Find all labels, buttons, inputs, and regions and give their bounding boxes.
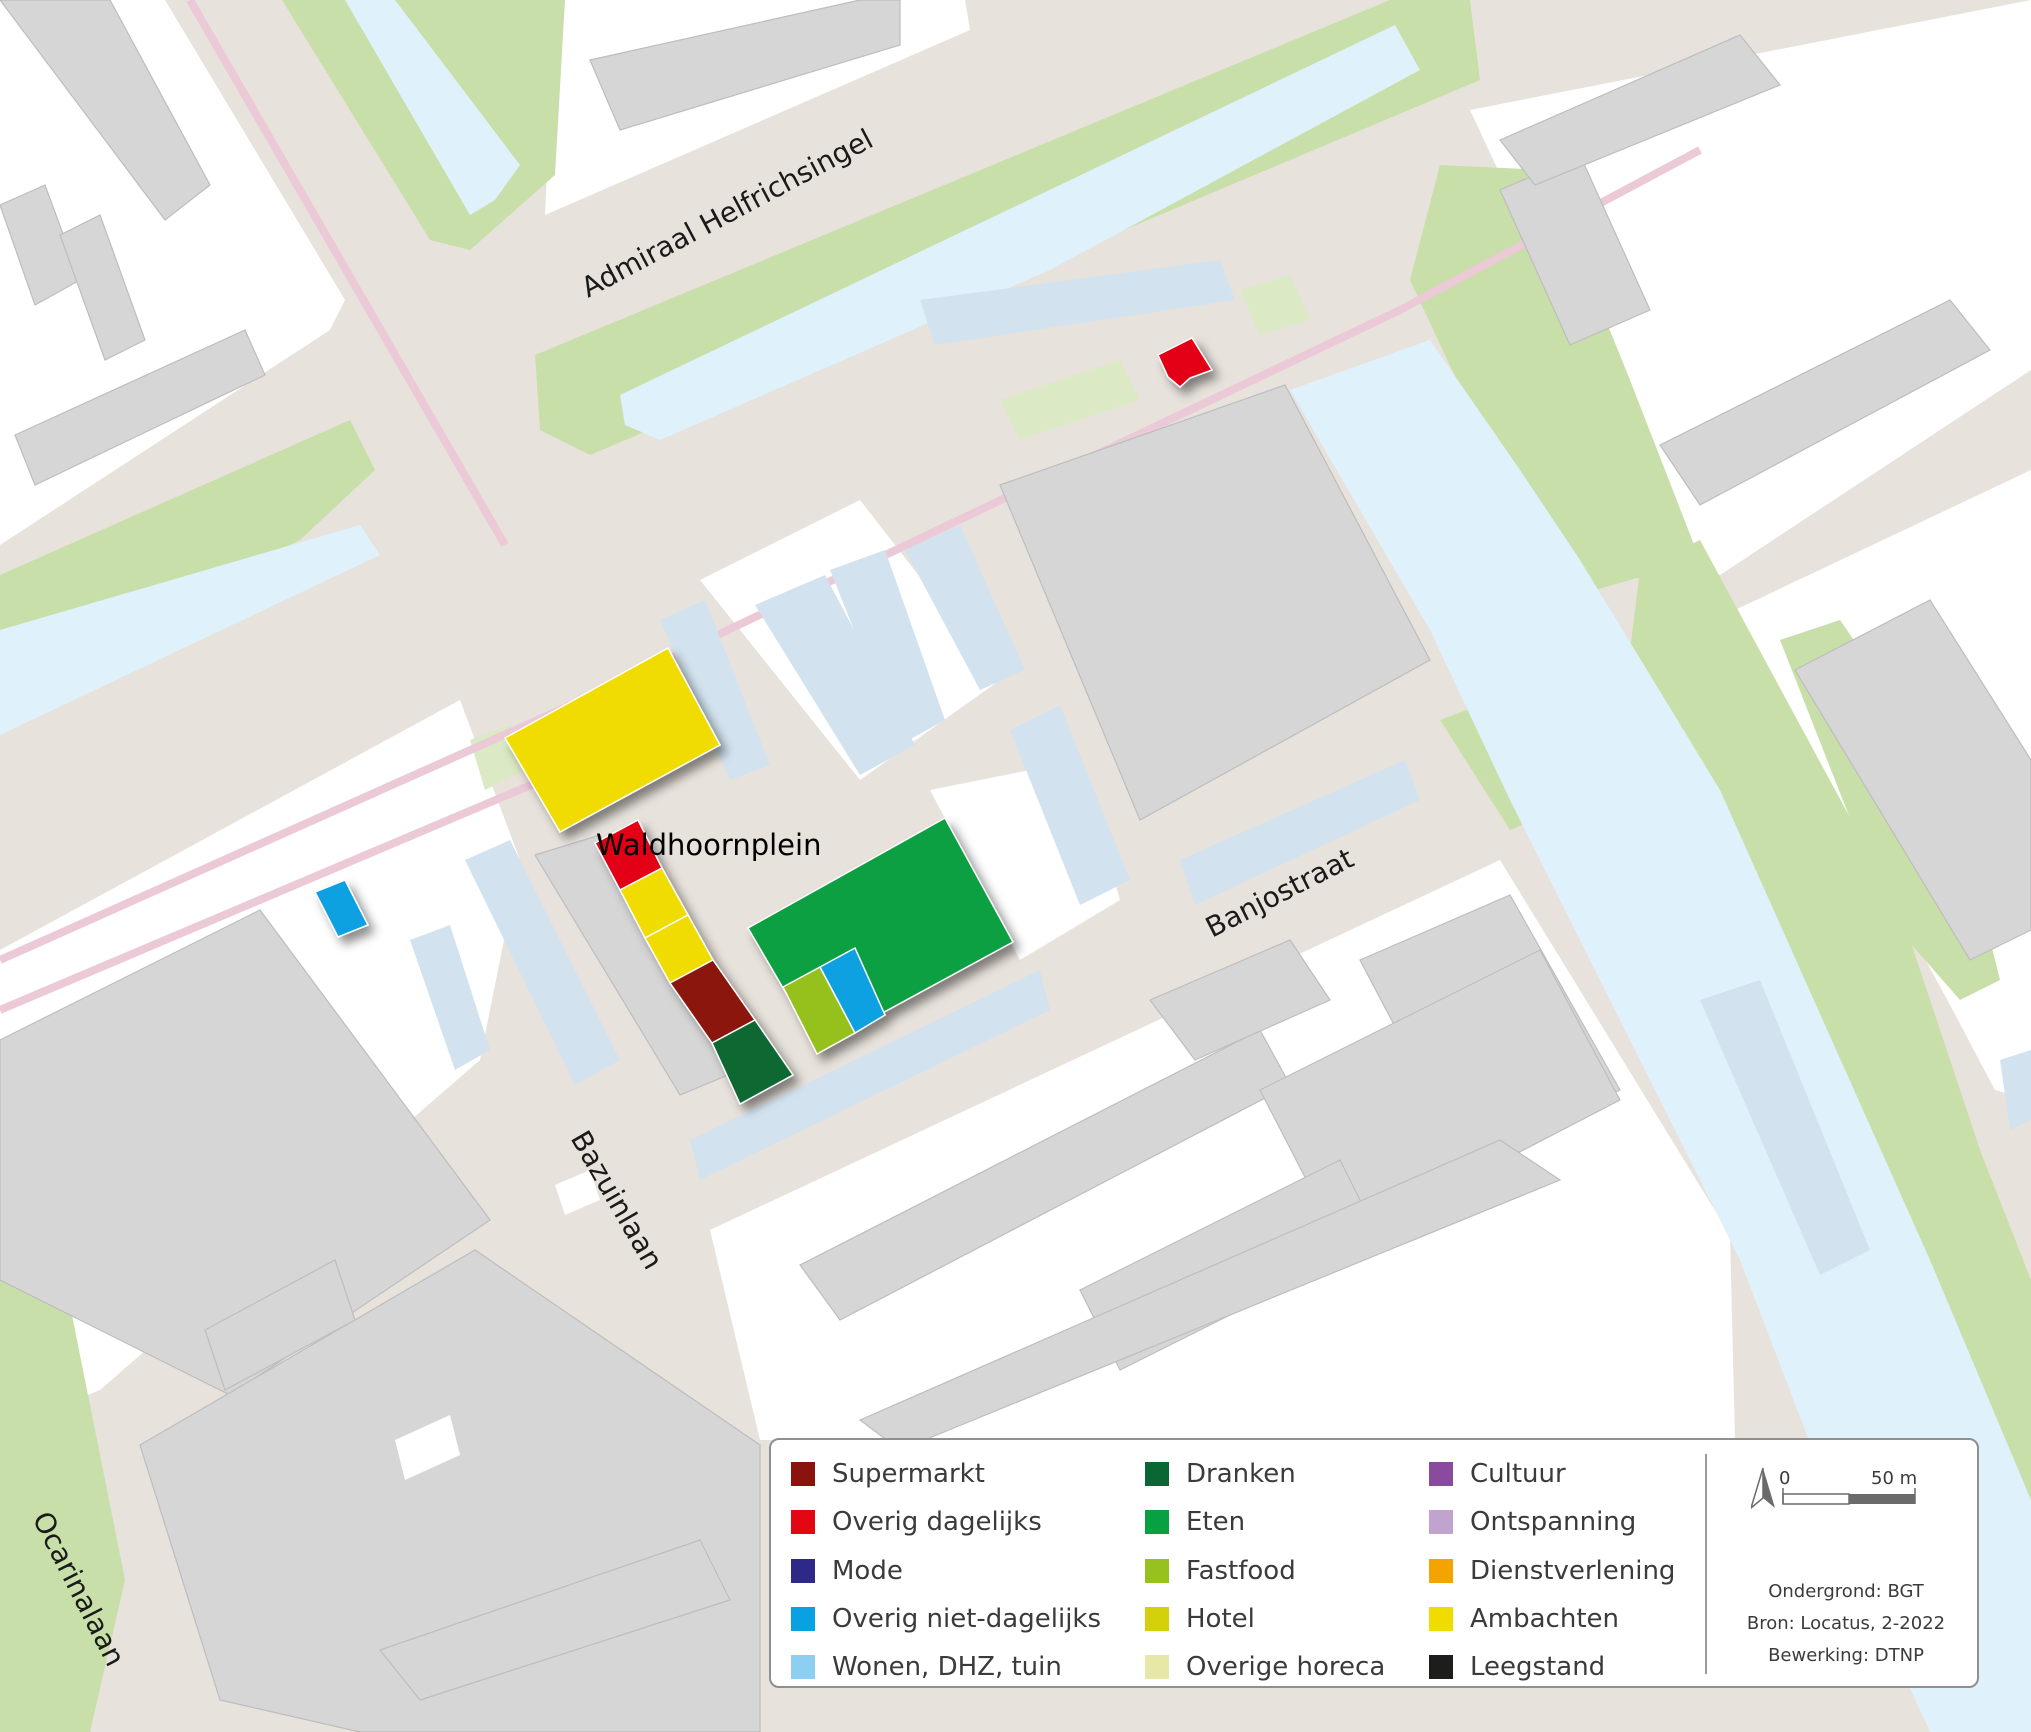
- shop-dranken: [711, 1019, 795, 1106]
- legend-item: Ambachten: [1429, 1595, 1675, 1643]
- source-line-background: Ondergrond: BGT: [1768, 1581, 1924, 1602]
- legend-item: Hotel: [1145, 1595, 1385, 1643]
- legend-column-horeca: Dranken Eten Fastfood Hotel Overige hore…: [1145, 1450, 1385, 1691]
- shop-overig-niet-dagelijks: [818, 946, 886, 1035]
- legend-swatch: [1429, 1510, 1453, 1535]
- legend-swatch: [1429, 1462, 1453, 1487]
- legend-swatch: [1429, 1655, 1453, 1680]
- legend-label: Overig dagelijks: [832, 1507, 1042, 1538]
- legend-item: Overig dagelijks: [791, 1498, 1101, 1546]
- legend-label: Supermarkt: [832, 1459, 985, 1490]
- source-credits: Ondergrond: BGT Bron: Locatus, 2-2022 Be…: [1721, 1576, 1971, 1672]
- legend-swatch: [1429, 1558, 1453, 1583]
- legend-label: Cultuur: [1470, 1459, 1566, 1490]
- legend-item: Leegstand: [1429, 1643, 1675, 1691]
- legend-item: Mode: [791, 1547, 1101, 1595]
- legend-label: Leegstand: [1470, 1652, 1606, 1683]
- legend-label: Hotel: [1186, 1604, 1255, 1635]
- legend-item: Dranken: [1145, 1450, 1385, 1498]
- shop-overig-dagelijks-2: [1157, 337, 1214, 388]
- shop-ambachten: [503, 646, 722, 834]
- legend-swatch: [791, 1607, 815, 1632]
- legend-swatch: [791, 1462, 815, 1487]
- legend-item: Dienstverlening: [1429, 1547, 1675, 1595]
- legend-swatch: [791, 1558, 815, 1583]
- legend-item: Overige horeca: [1145, 1643, 1385, 1691]
- legend-item: Cultuur: [1429, 1450, 1675, 1498]
- legend-swatch: [791, 1655, 815, 1680]
- place-label-waldhoornplein: Waldhoornplein: [596, 828, 821, 862]
- legend-label: Mode: [832, 1555, 903, 1586]
- legend-swatch: [1145, 1558, 1169, 1583]
- legend-item: Overig niet-dagelijks: [791, 1595, 1101, 1643]
- scale-zero-label: 0: [1779, 1468, 1791, 1489]
- legend-label: Ontspanning: [1470, 1507, 1637, 1538]
- legend-column-services: Cultuur Ontspanning Dienstverlening Amba…: [1429, 1450, 1675, 1691]
- legend-label: Fastfood: [1186, 1555, 1296, 1586]
- legend-swatch: [1145, 1655, 1169, 1680]
- shop-units: [313, 337, 1214, 1106]
- source-line-processing: Bewerking: DTNP: [1768, 1645, 1924, 1666]
- legend-swatch: [1145, 1462, 1169, 1487]
- legend-label: Ambachten: [1470, 1604, 1619, 1635]
- legend-item: Supermarkt: [791, 1450, 1101, 1498]
- parking-areas: [410, 260, 2031, 1275]
- legend-swatch: [1145, 1607, 1169, 1632]
- legend-divider: [1705, 1454, 1707, 1674]
- shop-overig-niet-dagelijks-2: [313, 879, 370, 938]
- legend-label: Eten: [1186, 1507, 1246, 1538]
- scale-max-label: 50 m: [1871, 1468, 1918, 1489]
- source-line-data: Bron: Locatus, 2-2022: [1746, 1613, 1946, 1634]
- plaza-features: [395, 1170, 600, 1480]
- legend-item: Fastfood: [1145, 1547, 1385, 1595]
- legend-column-retail: Supermarkt Overig dagelijks Mode Overig …: [791, 1450, 1101, 1691]
- legend-swatch: [1145, 1510, 1169, 1535]
- legend-item: Eten: [1145, 1498, 1385, 1546]
- legend-item: Ontspanning: [1429, 1498, 1675, 1546]
- legend-swatch: [791, 1510, 815, 1535]
- map-legend: Supermarkt Overig dagelijks Mode Overig …: [769, 1438, 1979, 1688]
- scale-bar: 0 50 m: [1751, 1466, 1961, 1536]
- north-arrow-icon: [1751, 1467, 1916, 1509]
- legend-label: Wonen, DHZ, tuin: [832, 1652, 1062, 1683]
- legend-swatch: [1429, 1607, 1453, 1632]
- legend-item: Wonen, DHZ, tuin: [791, 1643, 1101, 1691]
- legend-label: Dienstverlening: [1470, 1555, 1676, 1586]
- legend-label: Dranken: [1186, 1459, 1296, 1490]
- legend-label: Overig niet-dagelijks: [832, 1604, 1102, 1635]
- legend-label: Overige horeca: [1186, 1652, 1386, 1683]
